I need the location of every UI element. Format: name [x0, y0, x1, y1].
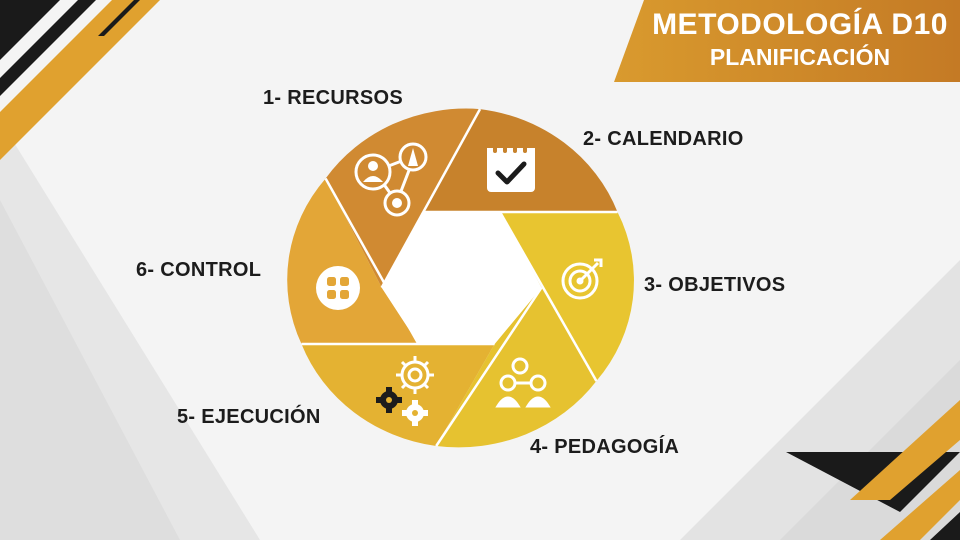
- segment-pedagogia: [436, 287, 597, 448]
- group-people-icon: [495, 357, 551, 408]
- title-banner: [614, 0, 960, 82]
- step-label-ejecucion: 5- EJECUCIÓN: [177, 406, 321, 428]
- control-dots-icon: [316, 266, 360, 310]
- segment-objetivos: [500, 212, 634, 381]
- resources-network-icon: [354, 142, 428, 217]
- segment-control: [287, 178, 419, 344]
- gears-icon: [376, 356, 434, 426]
- step-label-objetivos: 3- OBJETIVOS: [644, 274, 786, 296]
- target-arrow-icon: [561, 258, 603, 300]
- step-label-recursos: 1- RECURSOS: [263, 87, 403, 109]
- step-label-calendario: 2- CALENDARIO: [583, 128, 744, 150]
- segment-ejecucion: [301, 344, 495, 446]
- step-label-control: 6- CONTROL: [136, 259, 262, 281]
- page-title: METODOLOGÍA D10: [652, 8, 948, 41]
- calendar-check-icon: [487, 143, 535, 192]
- step-label-pedagogia: 4- PEDAGOGÍA: [530, 436, 680, 458]
- center-opening: [381, 212, 542, 344]
- page-subtitle: PLANIFICACIÓN: [709, 44, 891, 70]
